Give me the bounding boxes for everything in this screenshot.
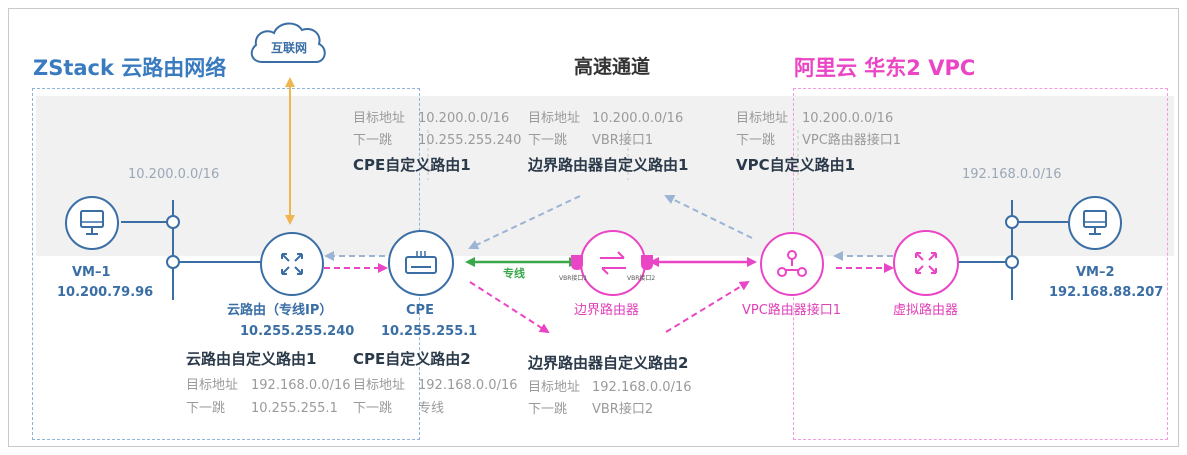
route-hop-label: 下一跳 bbox=[353, 133, 393, 148]
route-title: 云路由自定义路由1 bbox=[186, 350, 317, 368]
route-hop: VPC路由器接口1 bbox=[802, 133, 902, 148]
route-dest-label: 目标地址 bbox=[736, 111, 789, 126]
route-hop-label: 下一跳 bbox=[528, 133, 568, 148]
internet-label: 互联网 bbox=[271, 41, 308, 55]
route-dest: 10.200.0.0/16 bbox=[802, 111, 894, 126]
router-arrows-icon bbox=[915, 252, 937, 274]
route-title: CPE自定义路由1 bbox=[353, 156, 471, 174]
router-arrows-icon bbox=[281, 253, 303, 275]
zstack-network-title: ZStack 云路由网络 bbox=[33, 56, 227, 80]
vbr-interface-2-label: VBR接口2 bbox=[627, 275, 656, 282]
route-hop: 10.255.255.240 bbox=[418, 133, 522, 148]
route-hop: 专线 bbox=[418, 401, 445, 416]
route-dest-label: 目标地址 bbox=[528, 380, 581, 395]
hub-icon bbox=[777, 250, 807, 277]
swap-arrows-icon bbox=[600, 251, 626, 275]
monitor-icon bbox=[80, 210, 104, 235]
route-title: 边界路由器自定义路由2 bbox=[528, 354, 689, 372]
route-title: 边界路由器自定义路由1 bbox=[528, 156, 689, 174]
route-dest-label: 目标地址 bbox=[353, 111, 406, 126]
left-subnet-cidr: 10.200.0.0/16 bbox=[128, 167, 220, 182]
route-hop-label: 下一跳 bbox=[353, 401, 393, 416]
route-hop-label: 下一跳 bbox=[736, 133, 776, 148]
express-connect-title: 高速通道 bbox=[574, 56, 651, 78]
cpe-ip: 10.255.255.1 bbox=[381, 324, 478, 339]
vm1-node[interactable] bbox=[65, 196, 119, 250]
cpe-name: CPE bbox=[406, 303, 434, 318]
leased-line-label: 专线 bbox=[503, 267, 525, 280]
cloud-router-node[interactable] bbox=[260, 232, 324, 296]
route-hop-label: 下一跳 bbox=[528, 402, 568, 417]
border-router-node[interactable] bbox=[580, 230, 646, 296]
vm2-name: VM–2 bbox=[1076, 265, 1115, 280]
vm2-node[interactable] bbox=[1068, 196, 1122, 250]
virtual-router-name: 虚拟路由器 bbox=[893, 303, 959, 318]
route-dest: 192.168.0.0/16 bbox=[251, 378, 351, 393]
route-dest-label: 目标地址 bbox=[186, 378, 239, 393]
route-hop: VBR接口2 bbox=[592, 402, 654, 417]
route-hop: 10.255.255.1 bbox=[251, 401, 338, 416]
vpc-router-interface-node[interactable] bbox=[760, 232, 824, 296]
vbr-interface-1-label: VBR接口1 bbox=[559, 275, 588, 282]
route-dest: 10.200.0.0/16 bbox=[418, 111, 510, 126]
vm2-ip: 192.168.88.207 bbox=[1049, 285, 1164, 300]
route-title: VPC自定义路由1 bbox=[736, 156, 856, 174]
route-hop-label: 下一跳 bbox=[186, 401, 226, 416]
vpc-router-interface-name: VPC路由器接口1 bbox=[742, 303, 842, 318]
cpe-device-icon bbox=[405, 251, 437, 274]
route-band bbox=[36, 96, 1174, 256]
route-dest-label: 目标地址 bbox=[353, 378, 406, 393]
cloud-router-name: 云路由（专线IP） bbox=[227, 303, 333, 318]
monitor-icon bbox=[1083, 210, 1107, 235]
cloud-router-ip: 10.255.255.240 bbox=[240, 324, 355, 339]
route-title: CPE自定义路由2 bbox=[353, 350, 471, 368]
route-dest-label: 目标地址 bbox=[528, 111, 581, 126]
border-router-name: 边界路由器 bbox=[574, 303, 640, 318]
route-hop: VBR接口1 bbox=[592, 133, 654, 148]
route-dest: 192.168.0.0/16 bbox=[418, 378, 518, 393]
right-subnet-cidr: 192.168.0.0/16 bbox=[962, 167, 1062, 182]
vm1-ip: 10.200.79.96 bbox=[57, 285, 154, 300]
aliyun-vpc-title: 阿里云 华东2 VPC bbox=[794, 56, 976, 80]
cpe-node[interactable] bbox=[388, 230, 454, 296]
route-dest: 192.168.0.0/16 bbox=[592, 380, 692, 395]
route-dest: 10.200.0.0/16 bbox=[592, 111, 684, 126]
vm1-name: VM–1 bbox=[72, 265, 111, 280]
virtual-router-node[interactable] bbox=[893, 230, 959, 296]
